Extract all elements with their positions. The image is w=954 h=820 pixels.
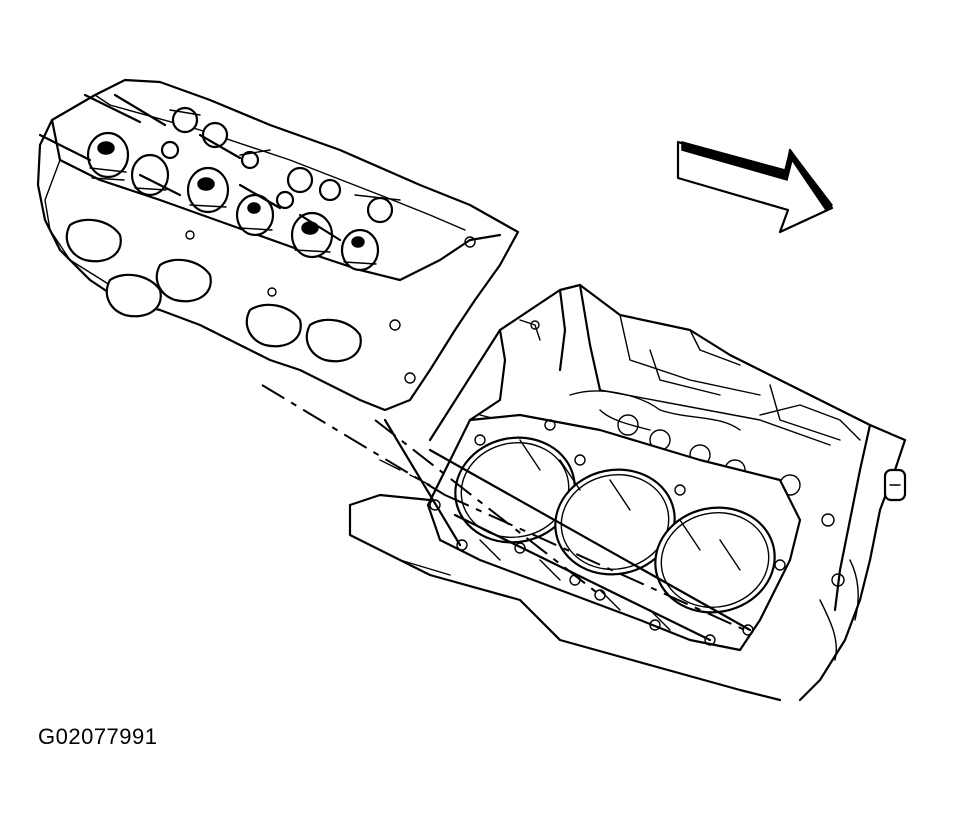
valve-spring-group <box>86 131 380 272</box>
direction-arrow <box>676 140 834 234</box>
cylinder-head <box>36 78 520 412</box>
figure-code: G02077991 <box>38 724 158 749</box>
head-gasket <box>426 413 802 652</box>
alignment-lines <box>261 384 752 642</box>
